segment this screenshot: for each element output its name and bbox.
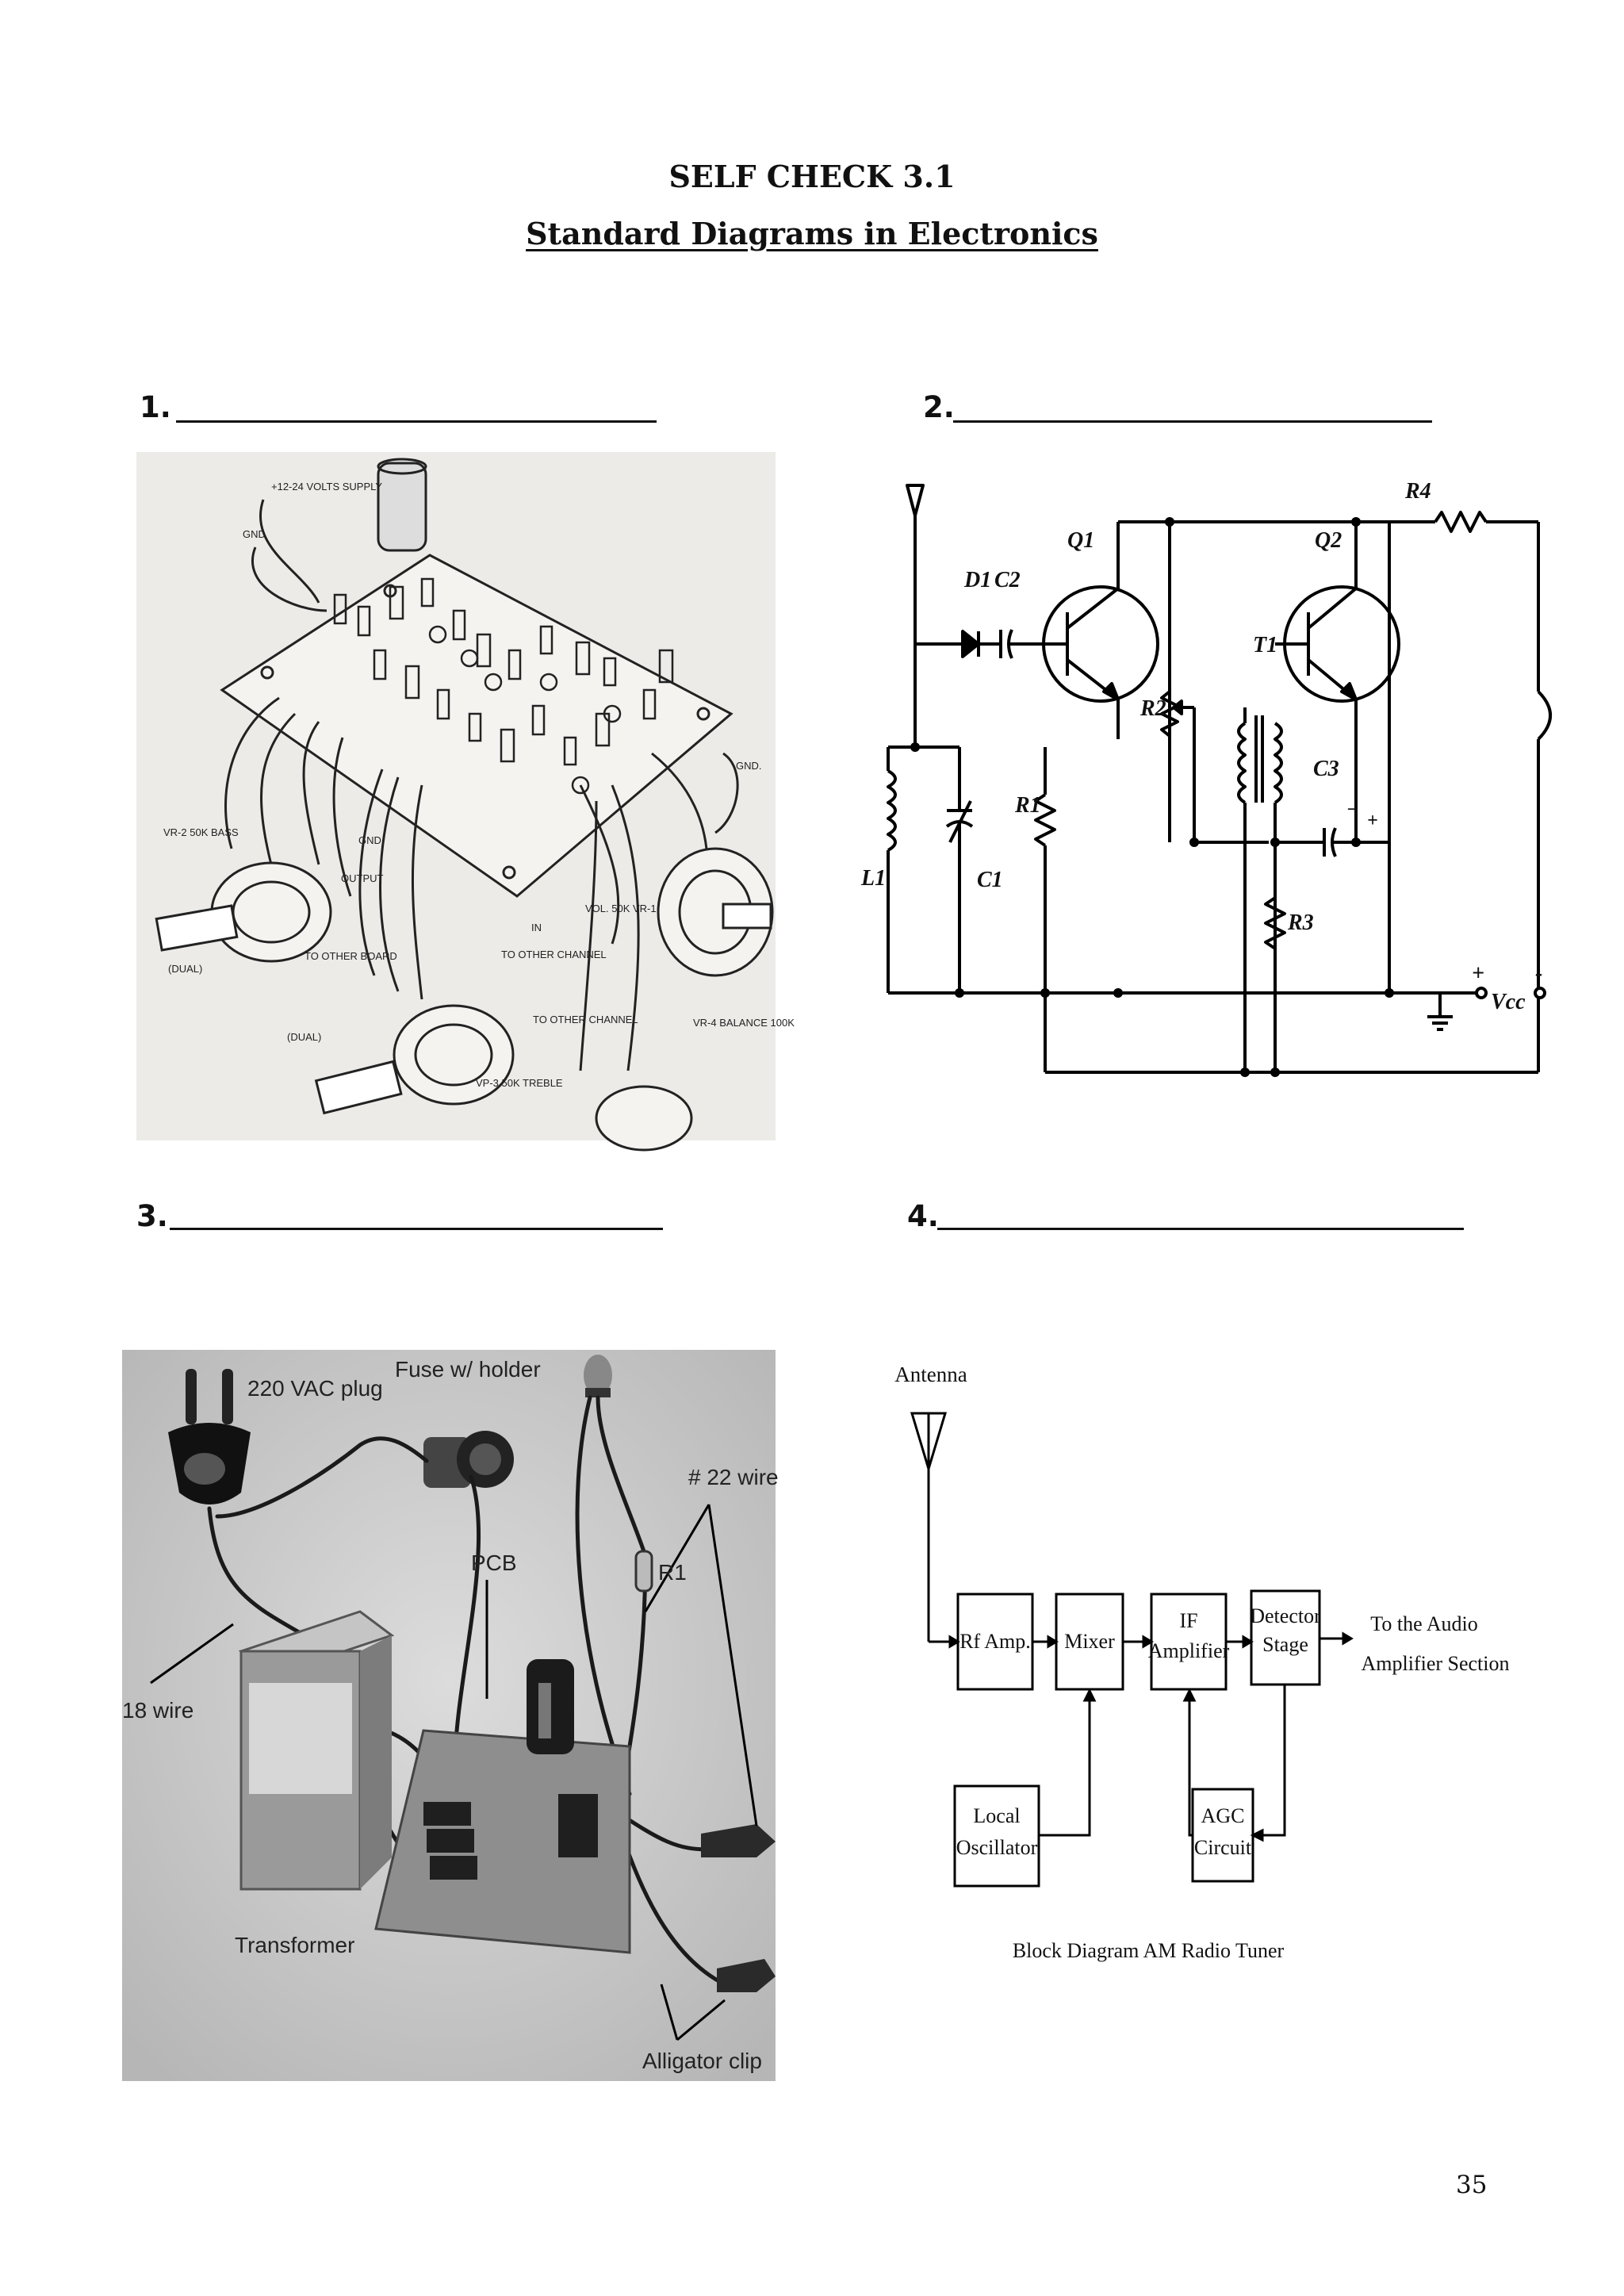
figure-4-block-diagram: Antenna Rf Amp. Mixer IF Amplifier Detec…	[880, 1340, 1624, 1991]
fig1-label-dual-1: (DUAL)	[168, 963, 202, 975]
fig3-label-alligator: Alligator clip	[642, 2049, 762, 2073]
fig4-label-agc-2: Circuit	[1194, 1836, 1252, 1859]
plug-icon	[168, 1369, 251, 1504]
question-number-1: 1.	[140, 390, 171, 424]
fig2-label-q1: Q1	[1067, 528, 1094, 553]
fig1-label-vol: VOL. 50K VR-1	[585, 903, 657, 914]
fig4-label-agc-1: AGC	[1201, 1804, 1245, 1827]
fig4-label-output-2: Amplifier Section	[1361, 1652, 1509, 1675]
fig3-label-fuse: Fuse w/ holder	[395, 1357, 541, 1382]
figure-1-pictorial-diagram: +12-24 VOLTS SUPPLY GND GND. VR-2 50K BA…	[136, 452, 795, 1152]
fuse-holder-icon	[423, 1431, 514, 1488]
fig2-label-l1: L1	[860, 866, 886, 891]
figure-3-assembly-illustration: 220 VAC plug Fuse w/ holder # 22 wire R1…	[122, 1350, 779, 2081]
fig1-label-dual-2: (DUAL)	[287, 1031, 321, 1043]
fig1-label-vr2: VR-2 50K BASS	[163, 826, 239, 838]
fig4-label-local-1: Local	[973, 1804, 1020, 1827]
fig4-label-detector-1: Detector	[1250, 1604, 1321, 1627]
fig2-label-q2: Q2	[1315, 528, 1342, 553]
fig2-label-t1: T1	[1253, 633, 1277, 657]
fig4-label-rf-amp: Rf Amp.	[959, 1630, 1031, 1653]
fig3-label-transformer: Transformer	[235, 1933, 354, 1957]
fig1-label-gnd-mid: GND	[358, 834, 381, 846]
fig1-label-output: OUTPUT	[341, 872, 384, 884]
fig1-label-in: IN	[531, 922, 542, 933]
fig4-label-if-1: IF	[1179, 1609, 1197, 1632]
page-number: 35	[1456, 2171, 1488, 2199]
answer-blank-1[interactable]	[176, 420, 657, 423]
fig2-label-c3-minus: −	[1346, 799, 1358, 820]
fig2-label-plus: +	[1472, 961, 1484, 986]
answer-blank-3[interactable]	[170, 1228, 663, 1230]
fig1-label-to-other-channel-1: TO OTHER CHANNEL	[501, 949, 607, 960]
page-subtitle: Standard Diagrams in Electronics	[526, 216, 1098, 251]
question-number-2: 2.	[923, 390, 955, 424]
fig2-label-d1: D1	[963, 568, 991, 592]
fig2-label-minus: -	[1535, 961, 1542, 986]
fig1-label-vr3: VP-3 50K TREBLE	[476, 1077, 563, 1089]
fig3-label-plug: 220 VAC plug	[247, 1376, 383, 1401]
fig4-label-if-2: Amplifier	[1148, 1639, 1230, 1662]
fig4-label-detector-2: Stage	[1262, 1633, 1308, 1656]
answer-blank-2[interactable]	[953, 420, 1432, 423]
fig2-label-r3: R3	[1287, 910, 1314, 935]
fig3-label-r1: R1	[658, 1560, 687, 1585]
fig4-label-local-2: Oscillator	[956, 1836, 1038, 1859]
fig4-label-antenna: Antenna	[894, 1363, 967, 1386]
fig4-label-output-1: To the Audio	[1370, 1612, 1477, 1635]
fig2-label-c3: C3	[1313, 757, 1339, 781]
fig4-label-mixer: Mixer	[1064, 1630, 1115, 1653]
fig2-label-r4: R4	[1404, 479, 1431, 504]
fig2-label-vcc: Vcc	[1491, 990, 1526, 1014]
fig2-label-c3-plus: +	[1367, 811, 1378, 831]
question-number-4: 4.	[907, 1199, 939, 1233]
transformer-icon	[238, 1610, 395, 1891]
fig1-label-vr4: VR-4 BALANCE 100K	[693, 1017, 795, 1029]
fig1-label-gnd-right: GND.	[736, 760, 762, 772]
fig2-label-c1: C1	[977, 868, 1003, 892]
fig1-label-gnd-top: GND	[243, 528, 266, 540]
figure-2-schematic-diagram: R4 Q1 Q2 D1 C2 T1 R2 C3 R1 L1 C1 R3 Vcc …	[860, 454, 1624, 1112]
fig1-label-supply: +12-24 VOLTS SUPPLY	[271, 481, 382, 493]
page-title: SELF CHECK 3.1	[668, 159, 956, 194]
fig1-label-to-other-board: TO OTHER BOARD	[304, 950, 397, 962]
fig2-label-r2: R2	[1139, 696, 1166, 721]
fig3-label-wire18: 18 wire	[122, 1698, 193, 1723]
fig3-label-wire22: # 22 wire	[688, 1465, 779, 1489]
fig3-label-pcb: PCB	[471, 1550, 517, 1575]
fig2-label-c2: C2	[994, 568, 1021, 592]
question-number-3: 3.	[136, 1199, 168, 1233]
answer-blank-4[interactable]	[937, 1228, 1464, 1230]
fig4-caption: Block Diagram AM Radio Tuner	[1013, 1939, 1285, 1962]
fig2-label-r1: R1	[1014, 793, 1041, 818]
fig1-label-to-other-channel-2: TO OTHER CHANNEL	[533, 1014, 638, 1025]
alligator-clip-icon	[701, 1824, 776, 1992]
